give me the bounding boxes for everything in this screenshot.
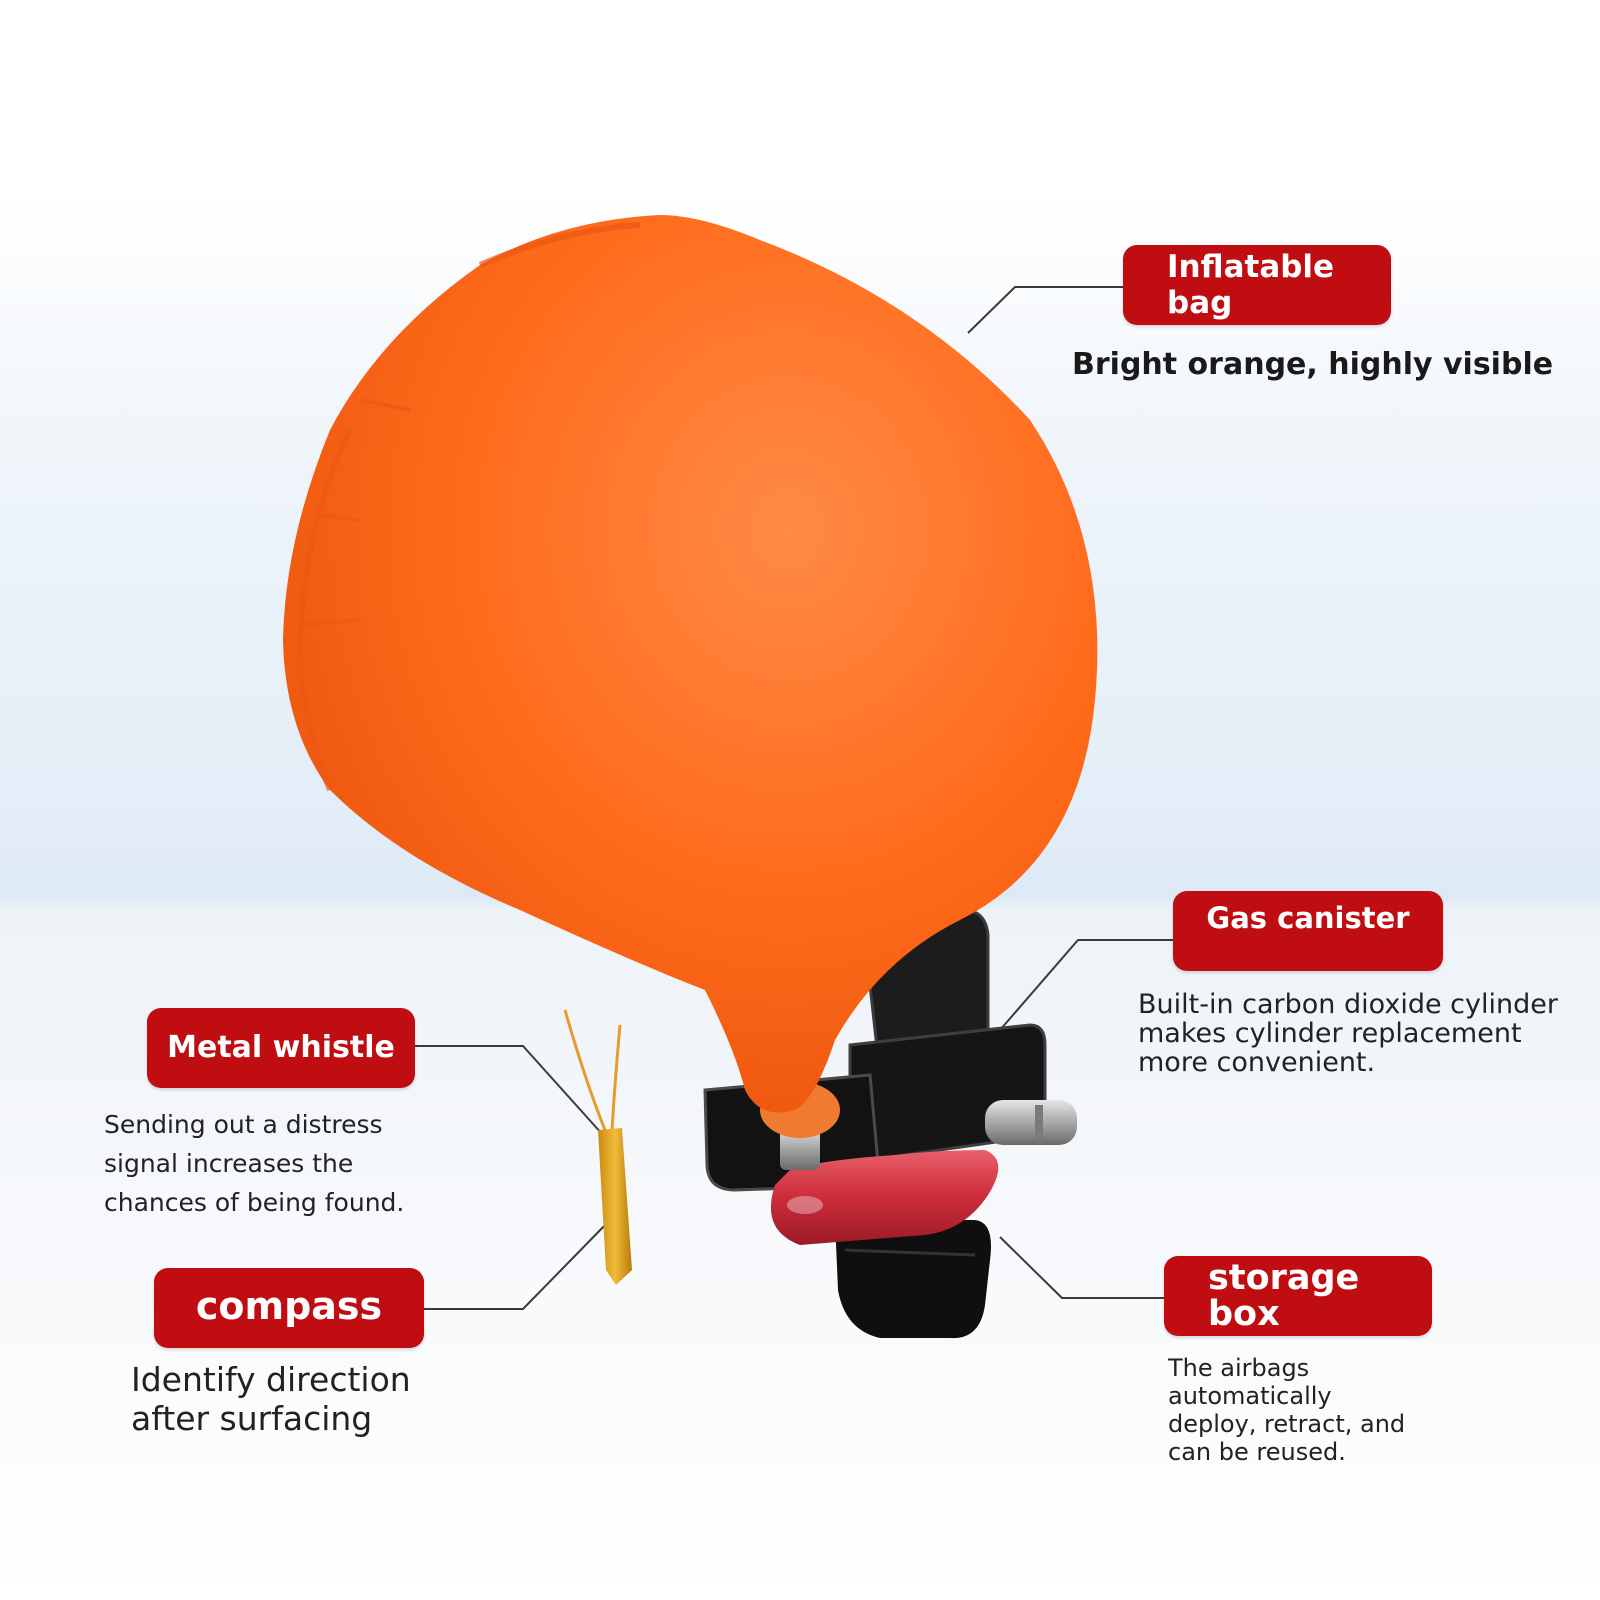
leader-whistle bbox=[415, 1045, 604, 1136]
gas-canister-description: Built-in carbon dioxide cylinder makes c… bbox=[1138, 989, 1558, 1078]
storage-box-badge: storage box bbox=[1164, 1256, 1432, 1336]
whistle-shape bbox=[563, 1009, 632, 1285]
leader-compass bbox=[424, 1219, 611, 1310]
leader-storage bbox=[999, 1236, 1164, 1299]
metal-whistle-badge: Metal whistle bbox=[147, 1008, 415, 1088]
inflatable-bag-title-line1: Inflatable bbox=[1167, 249, 1335, 285]
storage-box-title-line2: box bbox=[1208, 1294, 1280, 1334]
leader-lines bbox=[415, 286, 1173, 1310]
compass-badge: compass bbox=[154, 1268, 424, 1348]
metal-whistle-description: Sending out a distress signal increases … bbox=[104, 1110, 405, 1217]
compass-description: Identify direction after surfacing bbox=[131, 1360, 411, 1438]
inflatable-bag-badge: Inflatable bag bbox=[1123, 245, 1391, 325]
storage-box-title-line1: storage bbox=[1208, 1258, 1360, 1298]
inflatable-bag-title-line2: bag bbox=[1167, 285, 1233, 321]
gas-canister-shape bbox=[985, 1100, 1077, 1145]
compass-title: compass bbox=[195, 1284, 383, 1328]
red-grip-shape bbox=[770, 1150, 999, 1245]
gas-canister-title: Gas canister bbox=[1206, 901, 1410, 935]
inflatable-bag-description: Bright orange, highly visible bbox=[1072, 347, 1554, 382]
inflatable-bag-shape bbox=[283, 215, 1098, 1113]
gas-canister-badge: Gas canister bbox=[1173, 891, 1443, 971]
storage-box-description: The airbags automatically deploy, retrac… bbox=[1168, 1354, 1406, 1466]
metal-whistle-title: Metal whistle bbox=[167, 1030, 395, 1065]
leader-gas bbox=[999, 939, 1173, 1031]
leader-inflatable bbox=[967, 286, 1123, 334]
